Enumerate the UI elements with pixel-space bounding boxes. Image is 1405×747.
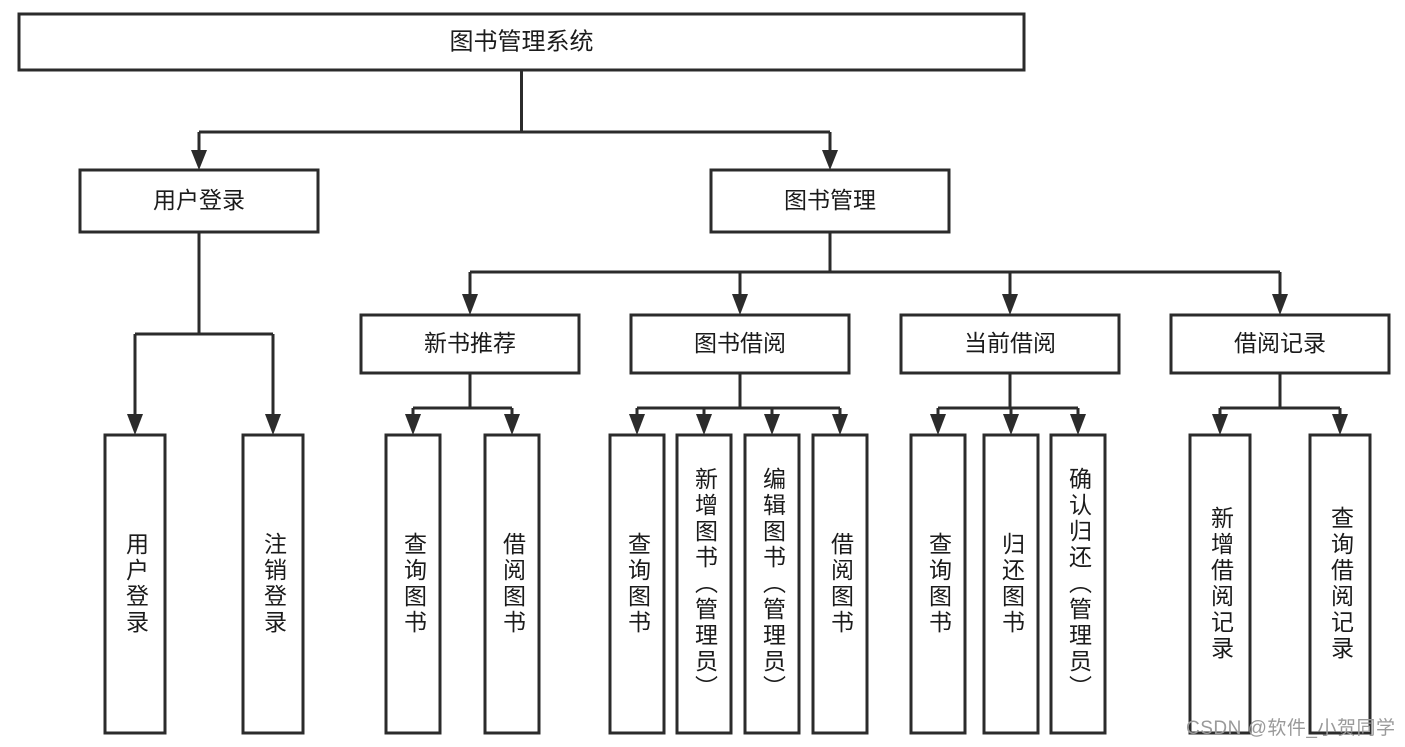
arrow-head-icon <box>1003 414 1019 435</box>
arrow-head-icon <box>504 414 520 435</box>
arrow-head-icon <box>696 414 712 435</box>
node-leaf-borrow-book-2[interactable] <box>811 433 869 735</box>
node-root[interactable]: 图书管理系统 <box>17 12 1026 72</box>
node-leaf-return-book[interactable] <box>982 433 1040 735</box>
connector-root-to-level2 <box>191 70 838 170</box>
node-leaf-query-book-2[interactable] <box>608 433 666 735</box>
node-leaf-user-logout[interactable] <box>241 433 305 735</box>
arrow-head-icon <box>127 414 143 435</box>
node-leaf-query-book-3[interactable] <box>909 433 967 735</box>
arrow-head-icon <box>1272 294 1288 315</box>
node-borrow-record-label: 借阅记录 <box>1234 330 1326 356</box>
node-new-book-recommend[interactable]: 新书推荐 <box>359 313 581 375</box>
node-book-manage[interactable]: 图书管理 <box>709 168 951 234</box>
arrow-head-icon <box>629 414 645 435</box>
node-book-manage-label: 图书管理 <box>784 187 876 213</box>
node-user-login[interactable]: 用户登录 <box>78 168 320 234</box>
node-leaf-query-book-1[interactable] <box>384 433 442 735</box>
node-leaf-user-login[interactable] <box>103 433 167 735</box>
connector-book-manage-to-level3 <box>462 232 1288 315</box>
watermark-text: CSDN @软件_小贺同学 <box>1186 718 1396 739</box>
node-root-label: 图书管理系统 <box>450 28 594 55</box>
node-current-borrow-label: 当前借阅 <box>964 330 1056 356</box>
arrow-head-icon <box>732 294 748 315</box>
arrow-head-icon <box>930 414 946 435</box>
arrow-head-icon <box>832 414 848 435</box>
connector-current-borrow-to-leaves <box>930 373 1086 435</box>
node-leaf-query-record[interactable] <box>1308 433 1372 735</box>
arrow-head-icon <box>462 294 478 315</box>
arrow-head-icon <box>1332 414 1348 435</box>
connector-borrow-record-to-leaves <box>1212 373 1348 435</box>
connector-user-login-to-leaves <box>127 232 281 435</box>
node-new-book-recommend-label: 新书推荐 <box>424 330 516 356</box>
arrow-head-icon <box>1070 414 1086 435</box>
node-leaf-add-record[interactable] <box>1188 433 1252 735</box>
arrow-head-icon <box>1002 294 1018 315</box>
connector-book-borrow-to-leaves <box>629 373 848 435</box>
node-current-borrow[interactable]: 当前借阅 <box>899 313 1121 375</box>
node-leaf-confirm-return[interactable] <box>1049 433 1107 735</box>
arrow-head-icon <box>1212 414 1228 435</box>
connector-new-book-to-leaves <box>405 373 520 435</box>
node-leaf-edit-book[interactable] <box>743 433 801 735</box>
node-leaf-borrow-book-1[interactable] <box>483 433 541 735</box>
arrow-head-icon <box>822 150 838 170</box>
node-borrow-record[interactable]: 借阅记录 <box>1169 313 1391 375</box>
arrow-head-icon <box>191 150 207 170</box>
node-book-borrow-label: 图书借阅 <box>694 330 786 356</box>
node-leaf-add-book[interactable] <box>675 433 733 735</box>
arrow-head-icon <box>405 414 421 435</box>
arrow-head-icon <box>265 414 281 435</box>
arrow-head-icon <box>764 414 780 435</box>
node-user-login-label: 用户登录 <box>153 187 245 213</box>
node-book-borrow[interactable]: 图书借阅 <box>629 313 851 375</box>
leaf-boxes <box>103 433 1372 735</box>
